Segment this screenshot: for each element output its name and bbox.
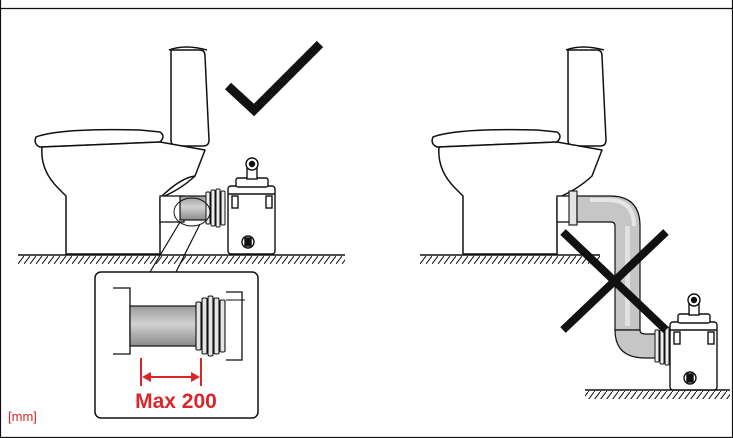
dimension-arrow — [140, 358, 202, 386]
floor-lower-right — [585, 389, 730, 399]
floor-upper-right — [420, 254, 600, 264]
zoom-callout-lines — [149, 197, 211, 273]
incorrect-installation-panel — [420, 46, 730, 399]
floor-left — [18, 254, 345, 264]
pump-unit-right — [669, 293, 718, 391]
zoom-detail-box — [94, 271, 259, 419]
correct-installation-panel: Max 200 — [18, 40, 345, 419]
cross-icon — [560, 229, 669, 333]
long-pipe-right — [556, 190, 670, 366]
check-icon — [224, 40, 324, 117]
unit-label: [mm] — [8, 409, 37, 424]
max-length-label: Max 200 — [135, 390, 217, 413]
short-pipe-left — [159, 188, 226, 228]
pump-unit-left — [227, 157, 276, 255]
toilet-left — [34, 46, 210, 255]
toilet-right — [431, 46, 607, 255]
